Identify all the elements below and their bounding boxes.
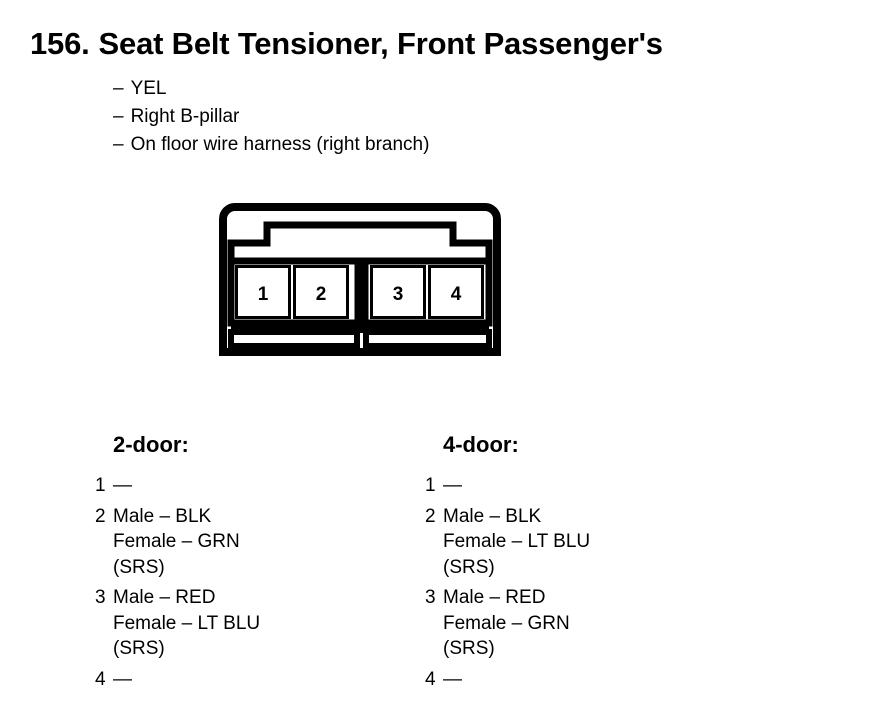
list-item-label: YEL — [130, 78, 167, 99]
pinout-column-2door: 2-door: 1 — 2 Male – BLK Female – GRN (S… — [95, 432, 260, 697]
pin-line: Male – RED — [443, 587, 546, 608]
page-title-number: 156. — [30, 26, 90, 61]
pin-value: — — [443, 667, 462, 693]
pin-number: 3 — [95, 587, 106, 608]
attribute-list: –YEL –Right B-pillar –On floor wire harn… — [113, 75, 429, 159]
pin-value: Male – RED Female – LT BLU (SRS) — [113, 585, 260, 662]
cavity-label-2: 2 — [316, 284, 327, 305]
cavity-1 — [235, 265, 291, 319]
pin-number: 1 — [425, 475, 436, 496]
pinout-column-4door: 4-door: 1 — 2 Male – BLK Female – LT BLU… — [425, 432, 590, 697]
connector-keyway — [227, 221, 493, 265]
connector-illustration: 1 2 3 4 — [219, 203, 501, 356]
page-title-text: Seat Belt Tensioner, Front Passenger's — [98, 26, 663, 61]
page-title: 156.Seat Belt Tensioner, Front Passenger… — [30, 26, 663, 62]
pin-line: Female – LT BLU — [113, 612, 261, 634]
pin-line: Male – BLK — [113, 505, 212, 527]
pin-line: Female – LT BLU — [443, 531, 591, 552]
cavity-3 — [370, 265, 426, 319]
pin-line: Female – GRN — [113, 531, 240, 552]
pin-line: (SRS) — [443, 638, 495, 659]
list-item: –YEL — [113, 75, 429, 103]
pin-row: 2 Male – BLK Female – GRN (SRS) — [95, 504, 260, 581]
column-header-2door: 2-door: — [113, 432, 189, 457]
pin-line: — — [113, 475, 132, 496]
pin-line: — — [443, 668, 462, 690]
pin-number: 1 — [95, 475, 106, 496]
right-housing-block — [361, 257, 493, 327]
pin-line: Male – RED — [113, 587, 216, 608]
pin-number: 2 — [95, 505, 106, 527]
list-item: –On floor wire harness (right branch) — [113, 131, 429, 159]
pin-row: 3 Male – RED Female – GRN (SRS) — [425, 585, 590, 662]
list-item-label: On floor wire harness (right branch) — [130, 134, 430, 155]
pin-line: (SRS) — [113, 556, 165, 578]
pin-value: — — [113, 473, 132, 499]
left-housing-block — [227, 257, 362, 327]
pin-value: — — [443, 473, 462, 499]
bottom-band-right — [363, 329, 492, 349]
pin-number: 2 — [425, 505, 436, 527]
pin-row: 1 — — [95, 473, 260, 499]
pin-value: — — [113, 667, 132, 693]
pin-line: — — [443, 475, 462, 496]
pin-value: Male – RED Female – GRN (SRS) — [443, 585, 570, 662]
pin-value: Male – BLK Female – LT BLU (SRS) — [443, 504, 590, 581]
pin-number: 4 — [95, 668, 106, 690]
pin-line: Male – BLK — [443, 505, 542, 527]
pin-row: 3 Male – RED Female – LT BLU (SRS) — [95, 585, 260, 662]
pin-line: (SRS) — [443, 556, 495, 578]
pin-row: 4 — — [95, 667, 260, 693]
pin-row: 1 — — [425, 473, 590, 499]
pin-value: Male – BLK Female – GRN (SRS) — [113, 504, 240, 581]
bottom-band-left — [228, 329, 360, 349]
list-item: –Right B-pillar — [113, 103, 429, 131]
list-item-label: Right B-pillar — [130, 106, 240, 127]
dash-marker: – — [113, 106, 124, 127]
connector-outer-shell — [219, 203, 501, 356]
dash-marker: – — [113, 78, 124, 99]
connector-diagram: 1 2 3 4 — [219, 203, 501, 356]
pin-number: 3 — [425, 587, 436, 608]
cavity-label-1: 1 — [258, 284, 269, 305]
cavity-2 — [293, 265, 349, 319]
pin-line: Female – GRN — [443, 612, 570, 634]
cavity-label-4: 4 — [451, 284, 462, 305]
pin-line: (SRS) — [113, 638, 165, 659]
pin-line: — — [113, 668, 132, 690]
dash-marker: – — [113, 134, 124, 155]
pin-row: 2 Male – BLK Female – LT BLU (SRS) — [425, 504, 590, 581]
cavity-label-3: 3 — [393, 284, 404, 305]
cavity-4 — [428, 265, 484, 319]
column-header-4door: 4-door: — [443, 432, 519, 457]
pin-number: 4 — [425, 668, 436, 690]
pin-row: 4 — — [425, 667, 590, 693]
center-lock-tab — [357, 311, 366, 333]
